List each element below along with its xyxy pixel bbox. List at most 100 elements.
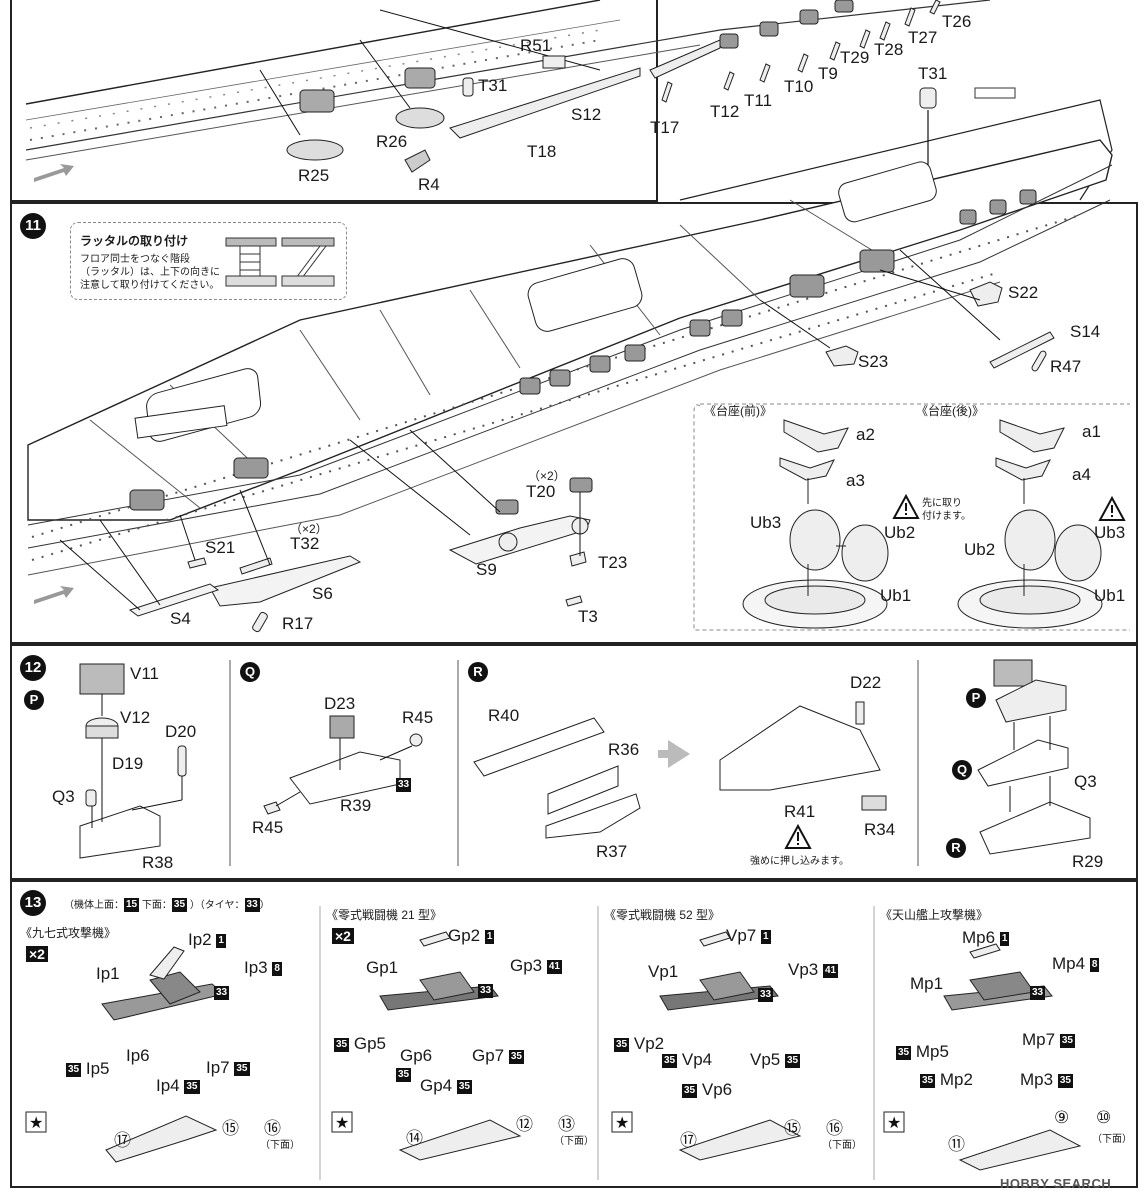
decal-a3-under: （下面） xyxy=(822,1140,862,1151)
label-S4: S4 xyxy=(170,609,191,628)
decal-a2-b: ⑬ xyxy=(558,1115,575,1134)
color-33-a3: 33 xyxy=(758,988,774,1002)
decal-a2-big: ⑭ xyxy=(406,1129,423,1148)
label-T20: T20 xyxy=(526,482,556,501)
label-R40: R40 xyxy=(488,706,520,725)
label-Vp3: Vp3 41 xyxy=(788,960,839,979)
label-R41: R41 xyxy=(784,802,816,821)
label-x2-t20: （×2） xyxy=(528,469,566,483)
label-S9: S9 xyxy=(476,560,497,579)
svg-text:★: ★ xyxy=(335,1113,349,1132)
color-33-a4: 33 xyxy=(1030,986,1046,1000)
final-R-mark: R xyxy=(946,838,966,858)
step10-label-T12: T12 xyxy=(710,102,740,121)
step10-label-R26: R26 xyxy=(376,132,408,151)
label-Vp4: 35 Vp4 xyxy=(662,1050,713,1069)
label-Ip7: Ip7 35 xyxy=(206,1058,250,1077)
decal-a4-under: （下面） xyxy=(1092,1134,1132,1145)
stand-rear-title: 《台座(後)》 xyxy=(916,404,984,418)
final-Q-mark: Q xyxy=(952,760,972,780)
decal-a4-big: ⑪ xyxy=(948,1135,965,1154)
step10-label-T28: T28 xyxy=(874,40,904,59)
ladder-note-line3: 注意して取り付けてください。 xyxy=(80,280,220,291)
color-33-q: 33 xyxy=(396,778,412,792)
label-S6: S6 xyxy=(312,584,333,603)
step10-label-T31a: T31 xyxy=(478,76,508,95)
label-Mp2: 35 Mp2 xyxy=(920,1070,973,1089)
color-Gp6: 35 xyxy=(396,1068,412,1082)
step10-label-T29: T29 xyxy=(840,48,870,67)
label-Mp1: Mp1 xyxy=(910,974,944,993)
label-Ub2-front: Ub2 xyxy=(884,523,916,542)
ladder-note-title: ラッタルの取り付け xyxy=(80,234,189,248)
decal-a2-a: ⑫ xyxy=(516,1115,533,1134)
label-Vp1: Vp1 xyxy=(648,962,679,981)
decal-a1-b: ⑯ xyxy=(264,1119,281,1138)
label-Vp5: Vp5 35 xyxy=(750,1050,801,1069)
step12-Q-mark: Q xyxy=(240,662,260,682)
label-Ip5: 35 Ip5 xyxy=(66,1059,110,1078)
aircraft3-title: 《零式戦闘機 52 型》 xyxy=(604,908,721,922)
aircraft1-x2: ×2 xyxy=(26,946,48,962)
color-33-a2: 33 xyxy=(478,984,494,998)
step10-label-R4: R4 xyxy=(418,175,440,194)
label-Ip4: Ip4 35 xyxy=(156,1076,200,1095)
decal-a2-under: （下面） xyxy=(554,1136,594,1147)
svg-text:★: ★ xyxy=(29,1113,43,1132)
caution-text-2: 付けます。 xyxy=(922,511,971,522)
label-Ub3-front: Ub3 xyxy=(750,513,782,532)
step13-panel xyxy=(10,880,1138,1188)
aircraft2-x2: ×2 xyxy=(332,928,354,944)
step10-label-T10: T10 xyxy=(784,77,814,96)
label-R36: R36 xyxy=(608,740,640,759)
label-Ip2: Ip2 1 xyxy=(188,930,226,949)
ladder-note-line2: （ラッタル）は、上下の向きに xyxy=(80,267,220,278)
label-S21: S21 xyxy=(205,538,236,557)
decal-a1-big: ⑰ xyxy=(114,1131,131,1150)
label-Mp7: Mp7 35 xyxy=(1022,1030,1075,1049)
label-a1: a1 xyxy=(1082,422,1101,441)
svg-text:★: ★ xyxy=(615,1113,629,1132)
step10-label-R51: R51 xyxy=(520,36,552,55)
label-a2: a2 xyxy=(856,425,875,444)
label-a3: a3 xyxy=(846,471,865,490)
step12-number: 12 xyxy=(20,655,46,681)
label-T23: T23 xyxy=(598,553,628,572)
label-R45a: R45 xyxy=(402,708,434,727)
label-Gp5: 35 Gp5 xyxy=(334,1034,386,1053)
label-R38: R38 xyxy=(142,853,174,872)
step10-label-T31b: T31 xyxy=(918,64,948,83)
label-R17: R17 xyxy=(282,614,314,633)
aircraft2-title: 《零式戦闘機 21 型》 xyxy=(326,908,443,922)
label-Gp2: Gp2 1 xyxy=(448,926,495,945)
label-Mp3: Mp3 35 xyxy=(1020,1070,1073,1089)
label-Mp6: Mp6 1 xyxy=(962,928,1010,947)
step10-label-T17: T17 xyxy=(650,118,680,137)
label-Gp7: Gp7 35 xyxy=(472,1046,524,1065)
step10-label-T9: T9 xyxy=(818,64,838,83)
label-D23: D23 xyxy=(324,694,356,713)
label-V12: V12 xyxy=(120,708,151,727)
label-R34: R34 xyxy=(864,820,896,839)
aircraft4-title: 《天山艦上攻撃機》 xyxy=(880,908,989,922)
label-Gp1: Gp1 xyxy=(366,958,399,977)
step10-label-S12: S12 xyxy=(571,105,602,124)
decal-a4-b: ⑩ xyxy=(1096,1108,1112,1127)
ladter-note-box xyxy=(70,222,347,300)
step10-label-T26: T26 xyxy=(942,12,972,31)
step10-label-T27: T27 xyxy=(908,28,938,47)
label-Gp4: Gp4 35 xyxy=(420,1076,472,1095)
svg-text:★: ★ xyxy=(887,1113,901,1132)
label-D20: D20 xyxy=(165,722,197,741)
color-33-a1: 33 xyxy=(214,986,230,1000)
label-Gp3: Gp3 41 xyxy=(510,956,562,975)
decal-a3-b: ⑯ xyxy=(826,1119,843,1138)
label-S22: S22 xyxy=(1008,283,1039,302)
label-Ip6: Ip6 xyxy=(126,1046,150,1065)
step13-legend: （機体上面：15 下面：35 ）（タイヤ：33） xyxy=(64,898,270,913)
step13-number: 13 xyxy=(20,890,46,916)
step12-P-mark: P xyxy=(24,690,44,710)
label-Ub1-rear: Ub1 xyxy=(1094,586,1126,605)
final-P-mark: P xyxy=(966,688,986,708)
ladder-icons xyxy=(225,237,335,287)
